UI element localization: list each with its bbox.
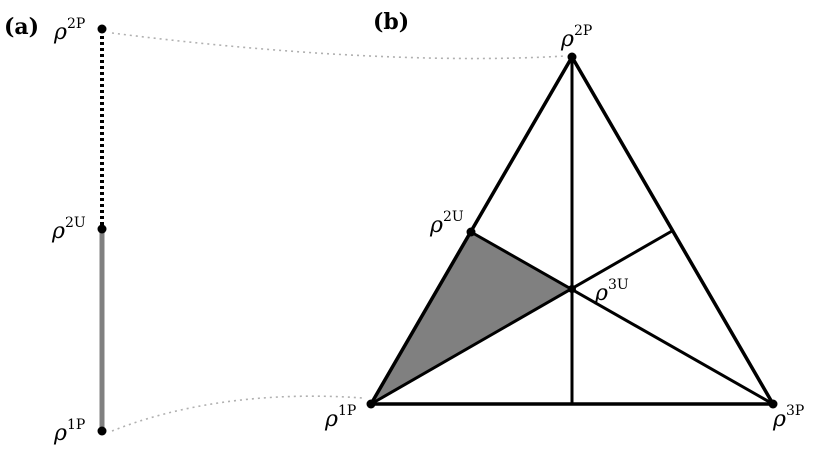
- label-b-center: ρ3U: [594, 277, 629, 306]
- label-a-bottom: ρ1P: [53, 417, 85, 446]
- label-b-apex: ρ2P: [560, 23, 592, 52]
- point-b-center: [568, 285, 576, 293]
- label-b-bottom-left: ρ1P: [324, 403, 356, 432]
- point-b-bottom-right: [768, 399, 778, 409]
- shaded-region: [371, 232, 572, 404]
- panel-label-a: (a): [4, 14, 39, 40]
- label-b-left-mid: ρ2U: [429, 209, 464, 238]
- point-b-bottom-left: [366, 399, 376, 409]
- label-b-bottom-right: ρ3P: [772, 403, 804, 432]
- label-a-mid: ρ2U: [51, 215, 86, 244]
- point-b-apex: [567, 52, 577, 62]
- connector-top: [111, 32, 566, 60]
- point-a-mid: [97, 224, 107, 234]
- point-a-top: [97, 24, 107, 34]
- median-from-bottom-right: [470, 230, 774, 406]
- panel-label-b: (b): [373, 9, 409, 35]
- label-a-top: ρ2P: [53, 16, 85, 45]
- point-a-bottom: [97, 426, 107, 436]
- point-b-left-mid: [466, 227, 476, 237]
- median-from-bottom-left: [370, 229, 673, 406]
- connector-bottom: [111, 395, 364, 432]
